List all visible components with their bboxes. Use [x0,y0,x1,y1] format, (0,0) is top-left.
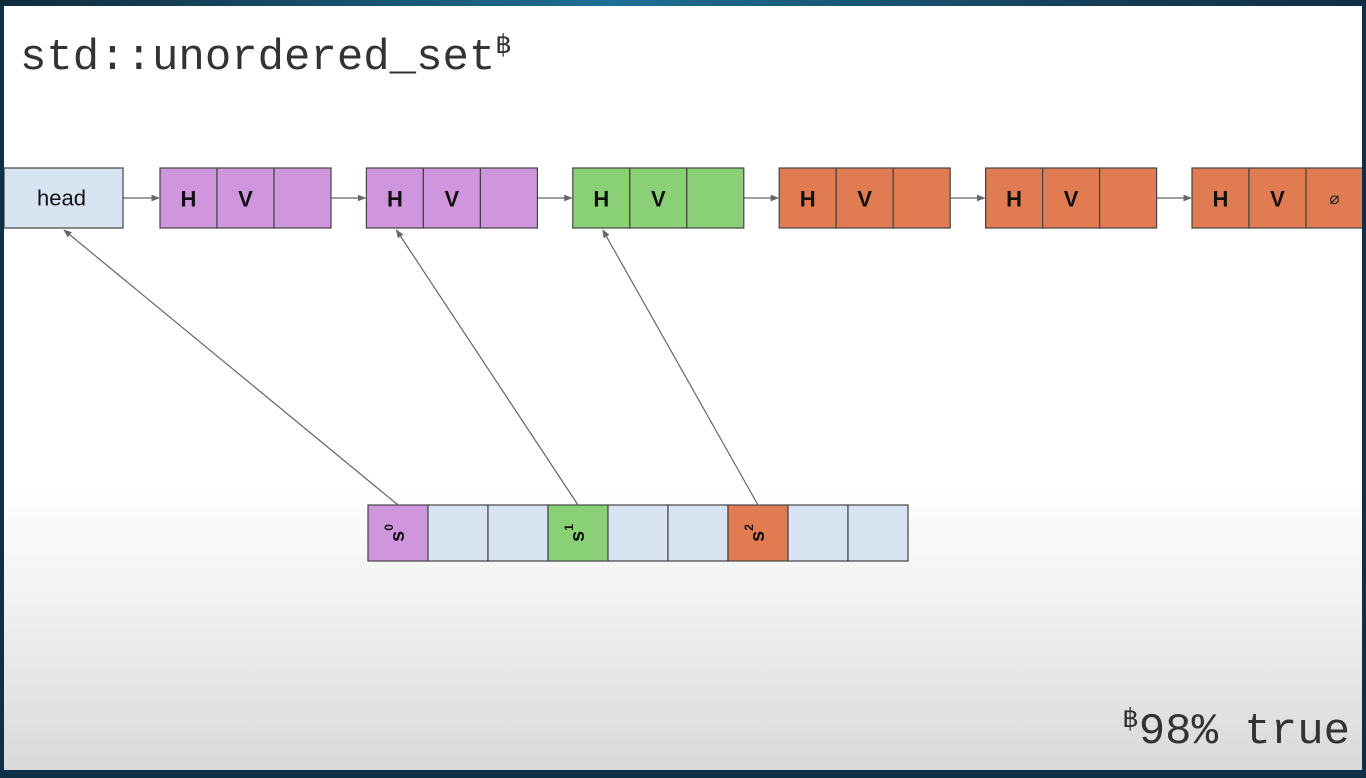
head-node: head [4,167,124,229]
bucket-label-index: 1 [562,524,576,531]
bucket-label: s2 [742,524,769,542]
bucket-pointer-arrows [63,229,759,506]
value-field-label: V [857,187,872,212]
bucket-cell [427,504,489,562]
footnote-text: 98% true [1138,707,1350,757]
bucket-cell: s1 [547,504,609,562]
value-field-label: V [1270,187,1285,212]
bucket-pointer-arrow [63,229,399,506]
hash-field-label: H [1213,187,1229,212]
bucket-label-index: 2 [742,524,756,531]
bucket-label-index: 0 [382,524,396,531]
value-field-label: V [238,187,253,212]
bucket-cell-box [607,504,669,562]
bucket-cell-box [487,504,549,562]
value-field-box [1248,167,1307,229]
value-field-label: V [651,187,666,212]
bucket-cell: s0 [367,504,429,562]
next-pointer-field-box [892,167,951,229]
bucket-pointer-arrow [602,229,759,506]
footnote: ฿98% true [1122,706,1350,754]
window-frame [0,0,1366,6]
bucket-cell-box [847,504,909,562]
bucket-cell [847,504,909,562]
footnote-marker: ฿ [1122,704,1139,734]
next-pointer-field-box [273,167,332,229]
hash-field-label: H [387,187,403,212]
bucket-label-letter: s [567,531,589,542]
title-text: std::unordered_set [20,33,496,83]
bucket-cell [787,504,849,562]
next-pointer-field-box [1305,167,1362,229]
value-field-box [216,167,275,229]
bucket-cell-box [787,504,849,562]
bucket-cell-box [667,504,729,562]
slide-title: std::unordered_set฿ [20,32,512,80]
bucket-cell: s2 [727,504,789,562]
next-pointer-field-box [479,167,538,229]
bucket-label-letter: s [747,531,769,542]
bucket-cell [487,504,549,562]
next-pointer-field-box [686,167,745,229]
bucket-cell [607,504,669,562]
bucket-cell-box [427,504,489,562]
value-field-box [835,167,894,229]
hash-field-label: H [593,187,609,212]
head-node-label: head [37,186,86,211]
bucket-cell [667,504,729,562]
next-pointer-field-box [1098,167,1158,229]
bucket-cell-box [727,504,789,562]
hash-field-box [984,167,1044,229]
bucket-label: s1 [562,524,589,542]
value-field-box [422,167,481,229]
bucket-label: s0 [382,524,409,542]
hash-field-box [572,167,631,229]
title-footnote-marker: ฿ [495,30,512,60]
value-field-label: V [445,187,460,212]
list-node: H V ⌀ [1191,167,1362,229]
value-field-box [1041,167,1101,229]
hash-field-label: H [181,187,197,212]
hash-field-label: H [1006,187,1022,212]
hash-field-box [778,167,837,229]
head-node-box [4,167,124,229]
bucket-cell-box [547,504,609,562]
bucket-label-letter: s [387,531,409,542]
null-pointer-symbol: ⌀ [1329,189,1339,209]
hash-field-label: H [800,187,816,212]
value-field-label: V [1064,187,1079,212]
bucket-pointer-arrow [395,229,579,506]
